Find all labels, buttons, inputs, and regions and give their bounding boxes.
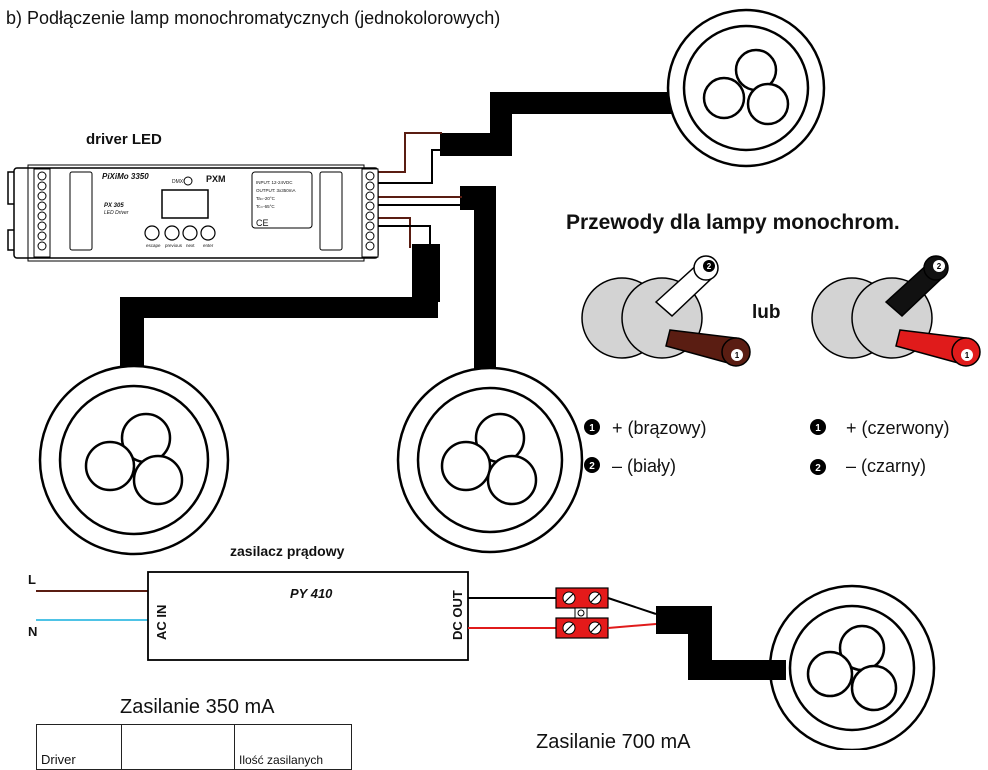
table-header-driver: Driver — [36, 724, 122, 770]
lamp-bottom-middle — [396, 366, 584, 554]
wire-to-cable-red — [607, 623, 657, 629]
psu-caption: zasilacz prądowy — [230, 543, 345, 559]
supply-table: Driver Ilość zasilanych — [36, 724, 352, 770]
badge-1-icon — [584, 419, 600, 435]
cable-brown-white — [581, 255, 751, 367]
legend-left-plus: + (brązowy) — [612, 418, 707, 438]
driver-caption: driver LED — [86, 131, 162, 148]
lamp-top — [666, 8, 826, 168]
cable-lamp-right — [460, 186, 496, 386]
legend-right-minus: – (czarny) — [846, 456, 926, 476]
cable-lamp-top — [440, 92, 672, 156]
psu-input-l: L — [28, 572, 36, 587]
caption-zasilanie-700: Zasilanie 700 mA — [536, 731, 691, 750]
page-title: b) Podłączenie lamp monochromatycznych (… — [6, 8, 500, 28]
badge-1-icon — [961, 349, 973, 361]
driver-spec-input: INPUT: 12-24VDC — [256, 180, 293, 185]
driver-button-next: next — [186, 243, 195, 248]
badge-2-label: 2 — [589, 461, 595, 472]
badge-2-icon — [810, 459, 826, 475]
psu-dc-out: DC OUT — [450, 590, 465, 640]
driver-wires — [378, 132, 462, 248]
driver-model-sub: LED Driver — [104, 210, 129, 216]
power-supply — [147, 571, 469, 661]
badge-2-label: 2 — [937, 262, 942, 271]
table-header-count: Ilość zasilanych — [234, 724, 352, 770]
badge-2-icon — [933, 260, 945, 272]
driver-dmx-label: DMX — [172, 179, 184, 185]
cable-red-black — [811, 255, 981, 367]
cable-lamp-psu — [656, 606, 786, 680]
legend-title: Przewody dla lampy monochrom. — [566, 211, 900, 234]
psu-model: PY 410 — [290, 586, 333, 601]
driver-ce-mark: CE — [256, 218, 269, 228]
driver-spec-t1: Ta=-20°C — [256, 196, 276, 201]
legend-right-plus: + (czerwony) — [846, 418, 950, 438]
led-driver: PiXiMo 3350 DMX PXM PX 305 LED Driver IN… — [7, 164, 379, 262]
badge-1-label: 1 — [735, 351, 740, 360]
psu-ac-in: AC IN — [154, 605, 169, 640]
caption-zasilanie-350: Zasilanie 350 mA — [120, 696, 275, 718]
wiring-diagram: b) Podłączenie lamp monochromatycznych (… — [6, 8, 981, 750]
driver-spec-t2: Tc=-65°C — [256, 204, 275, 209]
driver-button-previous: previous — [165, 243, 183, 248]
badge-1-label: 1 — [965, 351, 970, 360]
badge-1-label: 1 — [815, 423, 821, 434]
table-row: Driver Ilość zasilanych — [36, 724, 352, 770]
lamp-bottom-left — [38, 364, 230, 556]
badge-2-icon — [584, 457, 600, 473]
badge-2-icon — [703, 260, 715, 272]
badge-2-label: 2 — [707, 262, 712, 271]
psu-input-n: N — [28, 624, 37, 639]
driver-button-enter: enter — [203, 243, 214, 248]
driver-logo: PXM — [206, 174, 226, 184]
wire-to-cable-black — [607, 597, 657, 615]
driver-spec-output: OUTPUT: 3x350mA — [256, 188, 296, 193]
badge-1-label: 1 — [589, 423, 595, 434]
driver-button-escape: escape — [146, 243, 161, 248]
badge-2-label: 2 — [815, 463, 821, 474]
legend-or: lub — [752, 302, 781, 323]
lamp-psu — [768, 584, 936, 750]
driver-brand: PiXiMo 3350 — [102, 172, 149, 181]
table-header-blank — [121, 724, 235, 770]
badge-1-icon — [731, 349, 743, 361]
driver-model: PX 305 — [104, 203, 124, 209]
terminal-connector — [555, 587, 609, 639]
legend-left-minus: – (biały) — [612, 456, 676, 476]
cable-lamp-left — [120, 244, 440, 398]
badge-1-icon — [810, 419, 826, 435]
